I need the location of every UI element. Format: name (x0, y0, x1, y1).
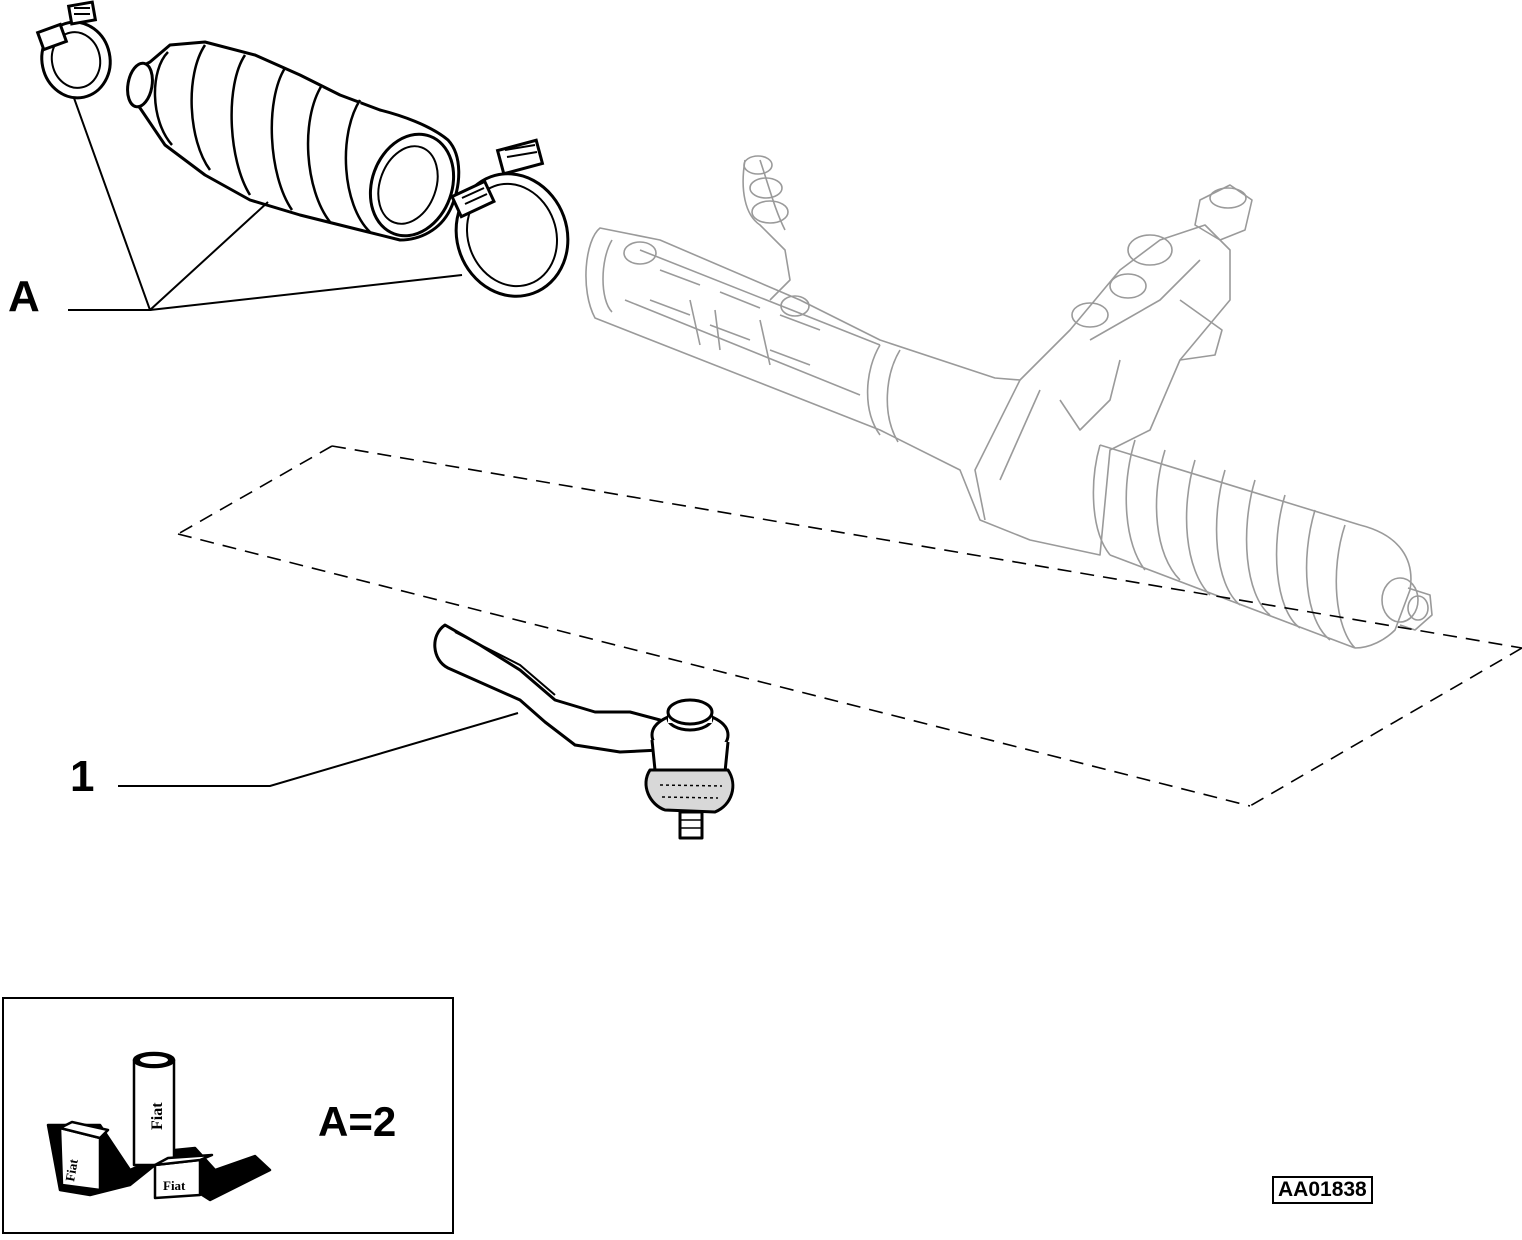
callout-label-a: A (8, 272, 40, 321)
callout-label-1: 1 (70, 752, 95, 801)
kit-brand-box-front: Fiat (163, 1178, 186, 1193)
tie-rod-end (433, 623, 735, 840)
small-hose-clamp (35, 0, 112, 100)
reference-code: AA01838 (1272, 1176, 1373, 1204)
phantom-outline (177, 445, 1522, 807)
kit-brand-can: Fiat (149, 1102, 166, 1130)
leader-lines-a (68, 97, 463, 311)
bellows-boot (126, 40, 461, 242)
parts-kit-icon (46, 1051, 272, 1202)
steering-rack-ghost (585, 155, 1433, 649)
large-hose-clamp (450, 138, 570, 298)
leader-line-1 (118, 712, 519, 787)
kit-brand-box-left: Fiat (62, 1157, 81, 1182)
kit-quantity-box (2, 997, 454, 1234)
kit-quantity-text: A=2 (318, 1098, 397, 1145)
